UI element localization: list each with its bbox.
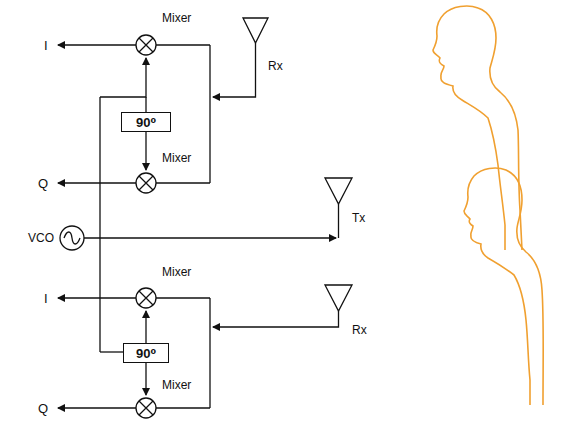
- signal-label: VCO: [28, 232, 54, 244]
- rx-wire: [156, 43, 339, 408]
- box-text: 90⁰: [136, 116, 156, 129]
- signal-label: Mixer: [162, 152, 191, 164]
- phase-shift-box: 90⁰: [121, 112, 171, 132]
- person-silhouette: [433, 6, 543, 405]
- antenna-symbol: [243, 18, 352, 311]
- signal-label: Rx: [352, 324, 367, 336]
- signal-label: Mixer: [162, 12, 191, 24]
- signal-label: Mixer: [162, 266, 191, 278]
- signal-label: I: [44, 39, 48, 52]
- signal-label: Tx: [352, 212, 365, 224]
- signal-label: Q: [38, 402, 48, 415]
- signal-label: I: [44, 292, 48, 305]
- phase-shift-box: 90⁰: [123, 343, 169, 363]
- lo-wire: [60, 58, 339, 395]
- signal-label: Q: [38, 177, 48, 190]
- signal-label: Mixer: [162, 379, 191, 391]
- box-text: 90⁰: [136, 347, 156, 360]
- signal-label: Rx: [268, 60, 283, 72]
